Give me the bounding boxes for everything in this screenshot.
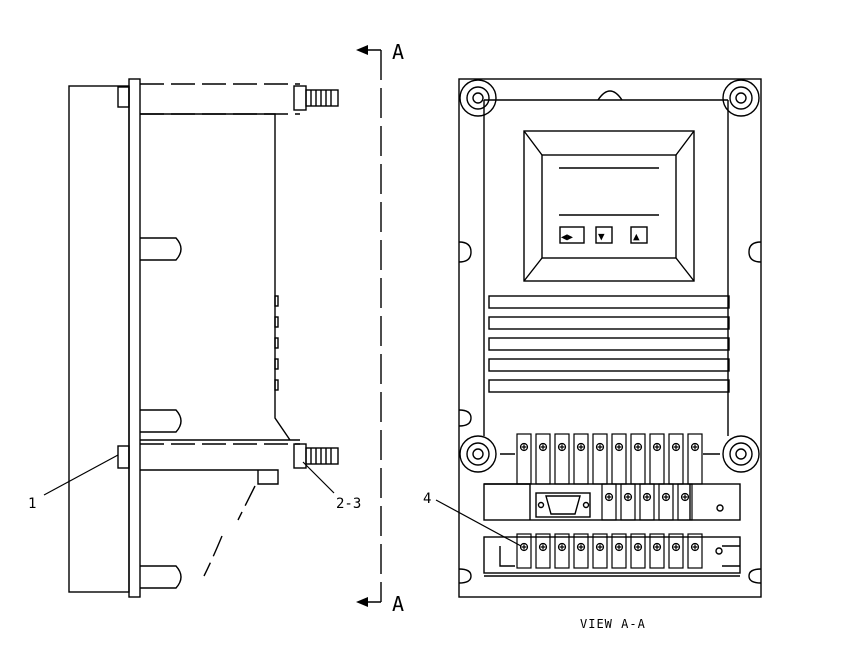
callout-1: 1 [28,496,36,512]
up-button [630,226,648,244]
db-connector [535,492,591,518]
terminal-top [630,433,646,485]
side-connectors [274,295,279,391]
standoff-lugs [140,237,182,589]
leader-1 [43,454,119,496]
down-button [595,226,613,244]
dashed-mount-lines [140,83,300,445]
terminal-top [611,433,627,485]
housing-body [140,113,300,485]
terminal-middle [658,483,674,521]
front-view [458,78,762,598]
terminal-top [687,433,703,485]
callout-2-3: 2-3 [336,496,361,512]
terminal-top [516,433,532,485]
button-glyph-up: ▲ [633,230,640,243]
section-arrow-bottom [356,597,368,607]
terminal-top [535,433,551,485]
terminal-middle [601,483,617,521]
upper-bolt [117,85,339,111]
terminal-bottom [592,533,608,569]
view-caption: VIEW A-A [580,617,646,631]
terminal-bottom [630,533,646,569]
label-slots [488,295,730,393]
display-buttons [559,226,648,244]
front-panel [458,78,762,598]
terminal-bottom [554,533,570,569]
terminal-top [573,433,589,485]
terminal-bottom [535,533,551,569]
lower-bolt [117,443,339,469]
section-line [356,45,382,607]
inner-panel-outline [483,99,740,577]
terminal-bottom [516,533,532,569]
side-view [68,78,339,598]
terminal-middle [620,483,636,521]
section-label-bottom: A [392,592,404,616]
callout-4: 4 [423,491,431,507]
terminal-bottom [668,533,684,569]
terminal-middle [677,483,693,521]
mounting-bosses [459,79,760,473]
terminal-middle [639,483,655,521]
terminal-bottom [573,533,589,569]
button-glyph-left-right: ◀▶ [561,232,573,243]
terminal-blocks [516,433,703,569]
top-tab [597,90,623,101]
edge-notches [458,241,762,584]
section-arrow-top [356,45,368,55]
rear-housing [68,85,130,593]
dashed-cable [203,485,256,577]
leader-2-3 [302,461,335,494]
display-bezel [523,130,695,282]
terminal-bottom [649,533,665,569]
mounting-plate [128,78,141,598]
leader-4 [435,499,522,547]
terminal-top [592,433,608,485]
left-right-button [559,226,585,244]
terminal-top [649,433,665,485]
terminal-bottom [687,533,703,569]
terminal-top [554,433,570,485]
terminal-bottom [611,533,627,569]
section-label-top: A [392,40,404,64]
loose-screws [715,504,724,555]
leader-lines [43,454,522,547]
button-glyph-down: ▼ [598,230,605,243]
terminal-top [668,433,684,485]
